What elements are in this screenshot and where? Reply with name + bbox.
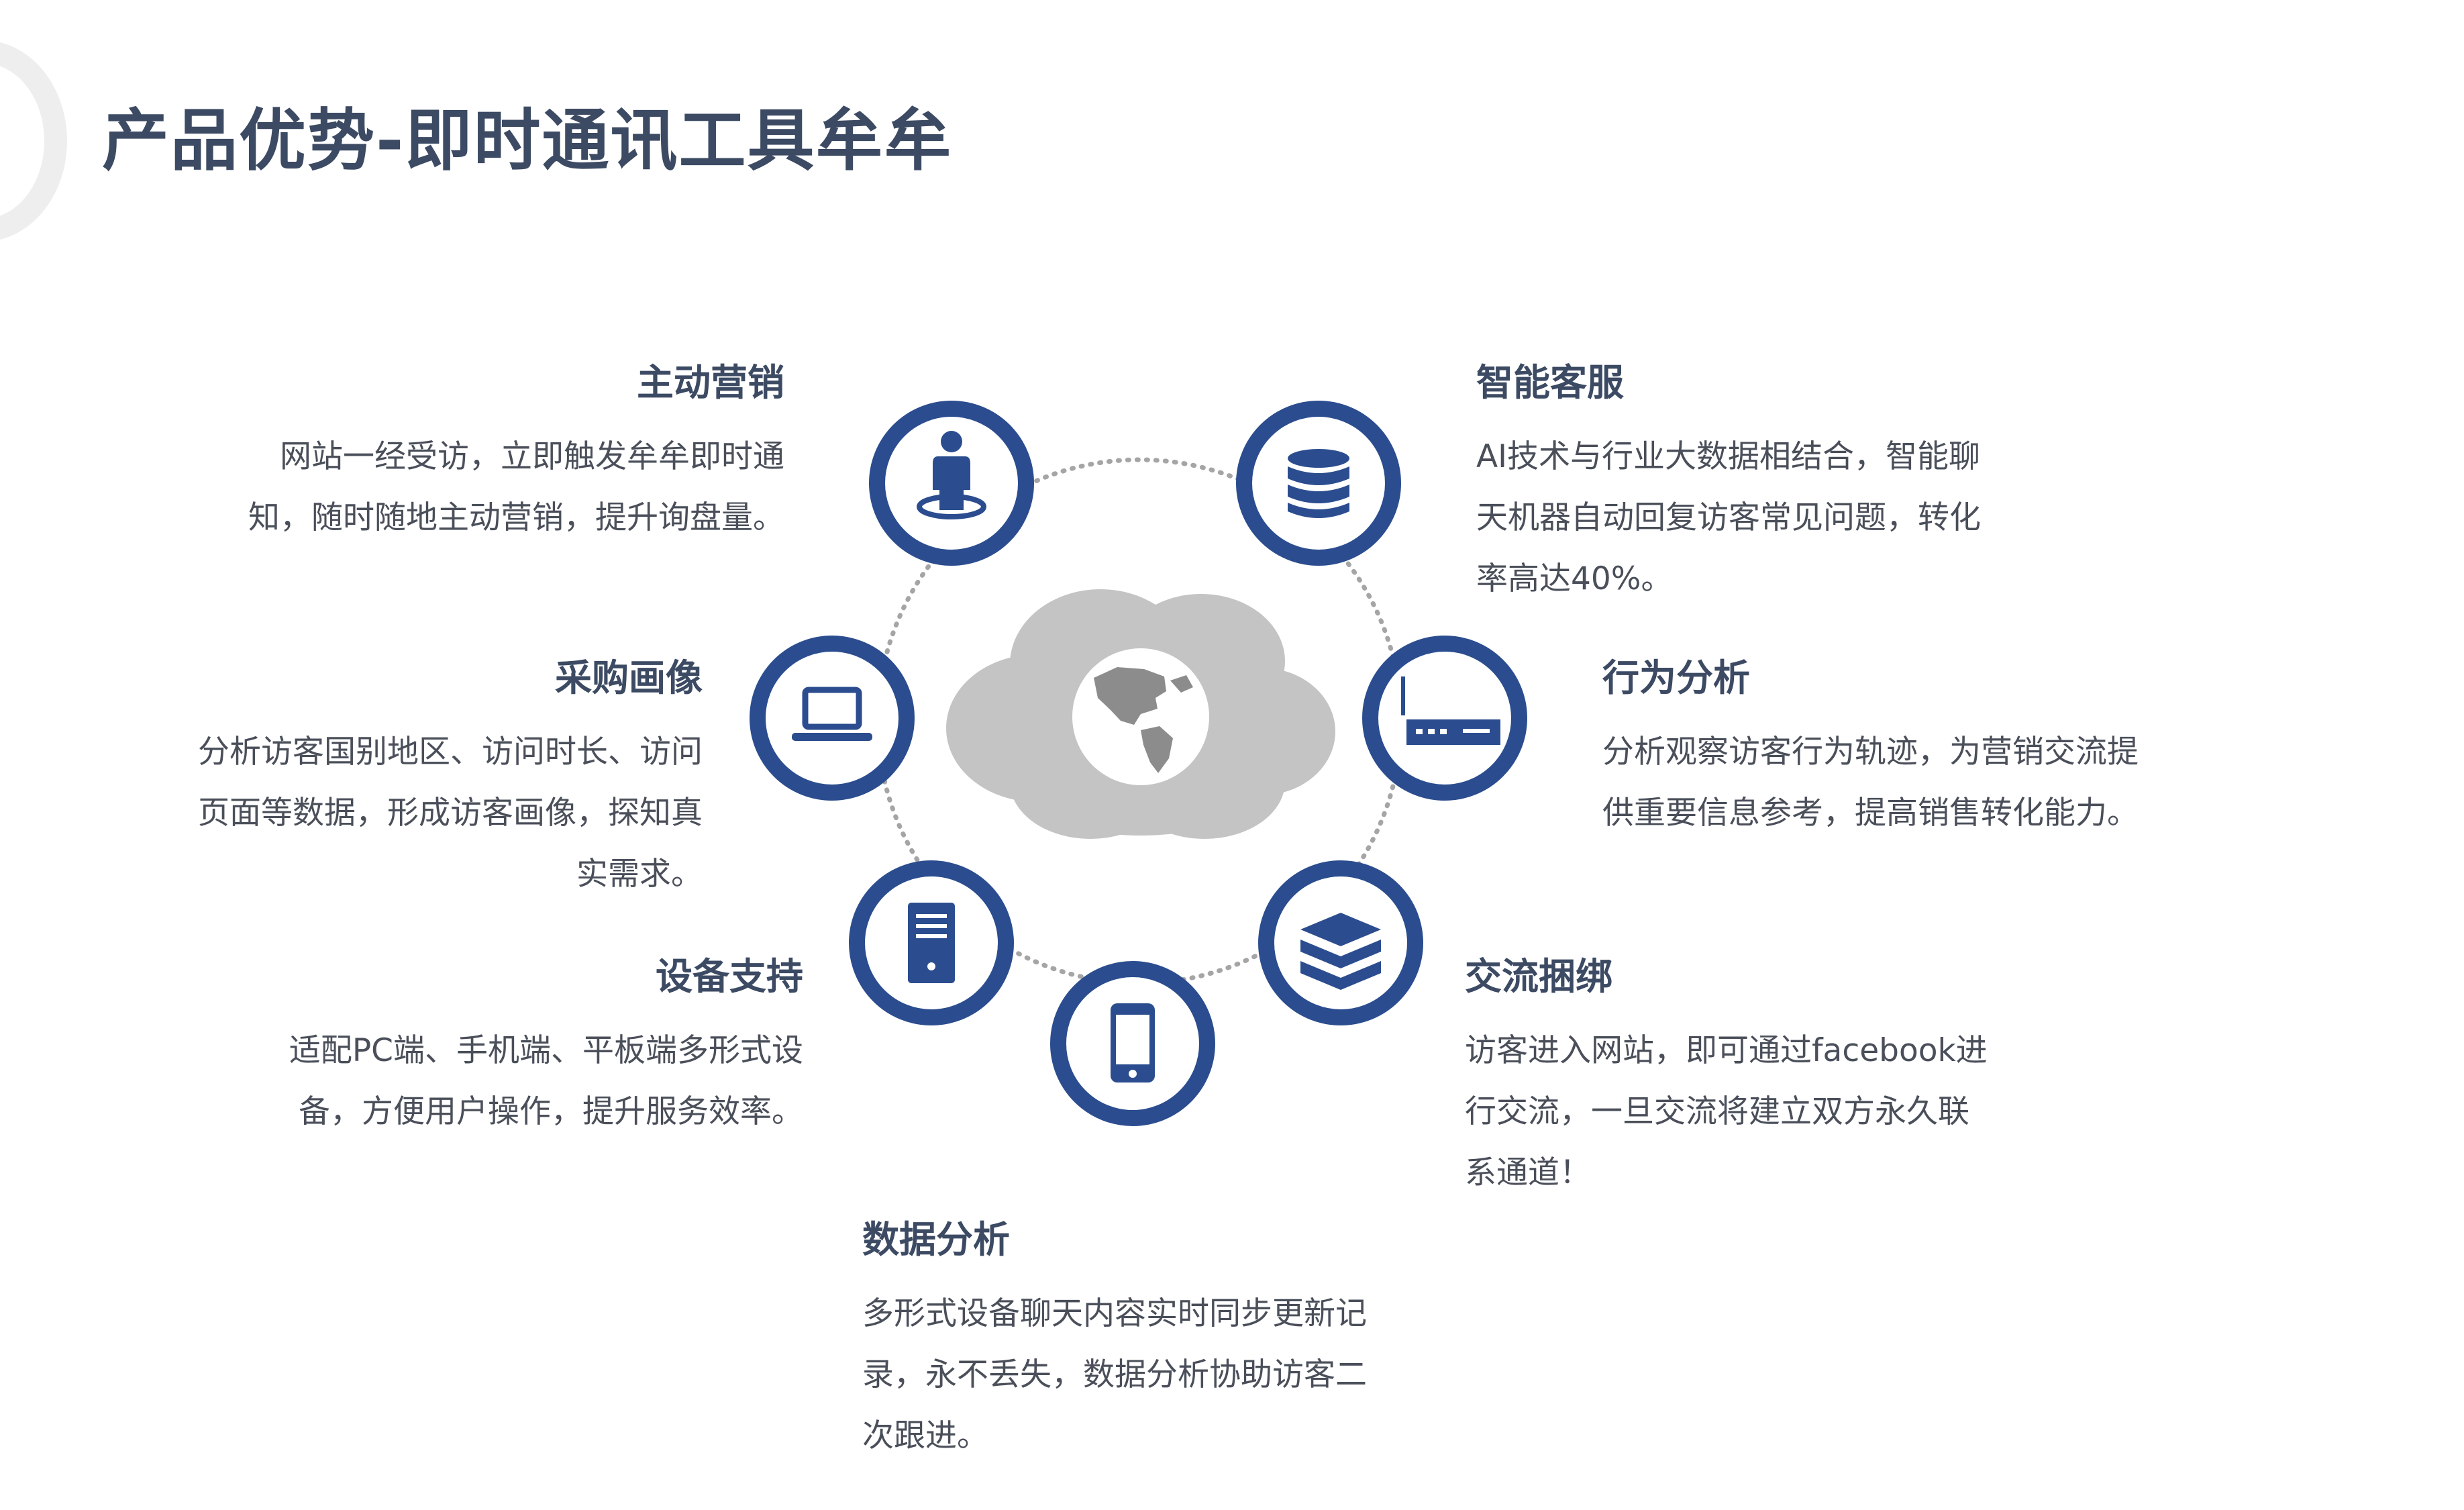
router-icon — [1401, 676, 1500, 745]
feature-desc-line: 次跟进。 — [862, 1417, 988, 1454]
feature-desc-line: 行交流，一旦交流将建立双方永久联 — [1465, 1093, 1969, 1130]
feature-title: 行为分析 — [1602, 656, 1751, 699]
feature-desc-line: 实需求。 — [576, 855, 703, 893]
feature-desc-line: 页面等数据，形成访客画像，探知真 — [198, 794, 703, 832]
layers-icon — [1300, 913, 1381, 990]
page-title: 产品优势-即时通讯工具牟牟 — [102, 101, 953, 180]
person-target-icon — [917, 431, 986, 519]
feature-desc-line: 率高达40%。 — [1476, 560, 1673, 597]
feature-title: 采购画像 — [554, 656, 703, 699]
feature-title: 智能客服 — [1476, 361, 1625, 404]
feature-desc-line: 网站一经受访，立即触发牟牟即时通 — [280, 438, 784, 475]
feature-desc-line: 系通道！ — [1465, 1154, 1591, 1191]
behavior-analysis-node — [1362, 636, 1527, 801]
feature-communication-binding: 交流捆绑 访客进入网站，即可通过facebook进 行交流，一旦交流将建立双方永… — [1465, 953, 1988, 1203]
device-support-node — [849, 860, 1014, 1025]
feature-visitor-profile: 采购画像 分析访客国别地区、访问时长、访问 页面等数据，形成访客画像，探知真 实… — [198, 654, 703, 905]
feature-title: 主动营销 — [636, 361, 784, 404]
feature-title: 设备支持 — [655, 955, 803, 998]
mobile-phone-icon — [1111, 1003, 1155, 1083]
database-icon — [1288, 449, 1349, 518]
laptop-icon — [792, 687, 872, 741]
feature-desc-line: 适配PC端、手机端、平板端多形式设 — [289, 1031, 803, 1069]
feature-desc-line: 录，永不丢失，数据分析协助访客二 — [862, 1356, 1367, 1393]
feature-desc-line: 访客进入网站，即可通过facebook进 — [1465, 1031, 1988, 1069]
feature-desc-line: 分析观察访客行为轨迹，为营销交流提 — [1602, 733, 2139, 770]
feature-desc-line: 知，随时随地主动营销，提升询盘量。 — [248, 499, 784, 536]
feature-desc-line: 天机器自动回复访客常见问题，转化 — [1476, 499, 1981, 536]
feature-desc-line: 供重要信息参考，提高销售转化能力。 — [1602, 794, 2139, 832]
feature-desc-line: 分析访客国别地区、访问时长、访问 — [198, 733, 703, 770]
feature-smart-service: 智能客服 AI技术与行业大数据相结合，智能聊 天机器自动回复访客常见问题，转化 … — [1476, 359, 1981, 609]
feature-desc-line: 备，方便用户操作，提升服务效率。 — [299, 1093, 803, 1130]
feature-desc-line: AI技术与行业大数据相结合，智能聊 — [1476, 438, 1981, 475]
visitor-profile-node — [750, 636, 915, 801]
cloud-globe-icon — [946, 589, 1335, 839]
smart-service-node — [1236, 401, 1401, 566]
feature-title: 数据分析 — [862, 1218, 1011, 1261]
feature-title: 交流捆绑 — [1465, 955, 1613, 998]
data-analysis-node — [1050, 961, 1215, 1126]
feature-behavior-analysis: 行为分析 分析观察访客行为轨迹，为营销交流提 供重要信息参考，提高销售转化能力。 — [1602, 654, 2139, 844]
pc-tower-icon — [908, 903, 955, 983]
active-marketing-node — [869, 401, 1034, 566]
feature-active-marketing: 主动营销 网站一经受访，立即触发牟牟即时通 知，随时随地主动营销，提升询盘量。 — [248, 359, 784, 548]
feature-data-analysis: 数据分析 多形式设备聊天内容实时同步更新记 录，永不丢失，数据分析协助访客二 次… — [862, 1216, 1367, 1466]
feature-device-support: 设备支持 适配PC端、手机端、平板端多形式设 备，方便用户操作，提升服务效率。 — [289, 953, 803, 1142]
communication-binding-node — [1258, 860, 1423, 1025]
feature-desc-line: 多形式设备聊天内容实时同步更新记 — [862, 1295, 1367, 1332]
